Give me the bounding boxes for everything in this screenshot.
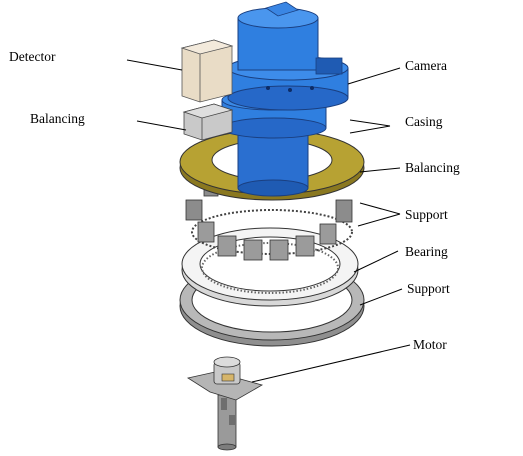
balancing-left-label: Balancing xyxy=(30,111,85,126)
balancing-block xyxy=(182,103,234,141)
support-lower-label: Support xyxy=(407,281,450,296)
motor-label: Motor xyxy=(413,337,447,352)
leader-lines xyxy=(126,59,411,383)
balancing-right-label: Balancing xyxy=(405,160,460,175)
camera-part xyxy=(227,1,349,111)
motor-part xyxy=(186,356,264,451)
camera-label: Camera xyxy=(405,58,447,73)
detector-label: Detector xyxy=(9,49,56,64)
upper-support-segments xyxy=(185,179,353,261)
support-upper-label: Support xyxy=(405,207,448,222)
detector-part xyxy=(180,39,234,103)
bearing-label: Bearing xyxy=(405,244,448,259)
casing-label: Casing xyxy=(405,114,443,129)
